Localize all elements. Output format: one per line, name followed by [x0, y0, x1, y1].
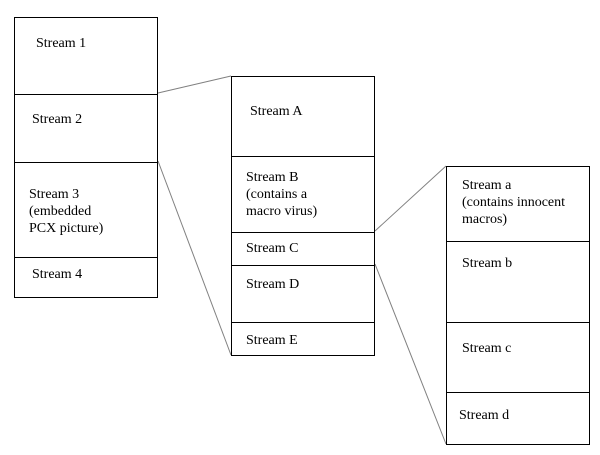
stream-cell-3: Stream 3 (embedded PCX picture): [15, 162, 157, 257]
stream-cell-e: Stream E: [232, 322, 374, 357]
connector-stream2-top: [157, 75, 232, 94]
stream-cell-lower-c: Stream c: [447, 322, 589, 392]
stream-cell-1: Stream 1: [15, 18, 157, 94]
stream-stack-stream2: Stream A Stream B (contains a macro viru…: [231, 76, 375, 356]
stream-cell-a: Stream A: [232, 77, 374, 156]
stream-cell-4: Stream 4: [15, 257, 157, 299]
stream-stack-streamc: Stream a (contains innocent macros) Stre…: [446, 166, 590, 445]
stream-label: Stream 4: [32, 267, 83, 282]
stream-label: Stream d: [459, 408, 510, 423]
stream-label: Stream 3 (embedded PCX picture): [29, 187, 104, 236]
stream-label: Stream E: [246, 333, 298, 348]
stream-cell-d: Stream D: [232, 265, 374, 322]
stream-label: Stream A: [250, 104, 303, 119]
stream-label: Stream c: [462, 341, 512, 356]
stream-label: Stream C: [246, 241, 299, 256]
stream-cell-lower-a: Stream a (contains innocent macros): [447, 167, 589, 241]
connector-stream2-bottom: [157, 160, 232, 356]
stream-label: Stream a (contains innocent macros): [462, 178, 566, 227]
stream-cell-lower-b: Stream b: [447, 241, 589, 322]
stream-label: Stream 2: [32, 112, 83, 127]
stream-stack-root: Stream 1 Stream 2 Stream 3 (embedded PCX…: [14, 17, 158, 298]
stream-label: Stream b: [462, 256, 513, 271]
stream-label: Stream D: [246, 277, 300, 292]
stream-cell-2: Stream 2: [15, 94, 157, 162]
stream-cell-b: Stream B (contains a macro virus): [232, 156, 374, 232]
stream-cell-c: Stream C: [232, 232, 374, 265]
connector-streamc-bottom: [374, 263, 447, 445]
stream-label: Stream 1: [36, 36, 87, 51]
connector-streamc-top: [374, 165, 447, 232]
stream-cell-lower-d: Stream d: [447, 392, 589, 446]
stream-label: Stream B (contains a macro virus): [246, 170, 318, 219]
